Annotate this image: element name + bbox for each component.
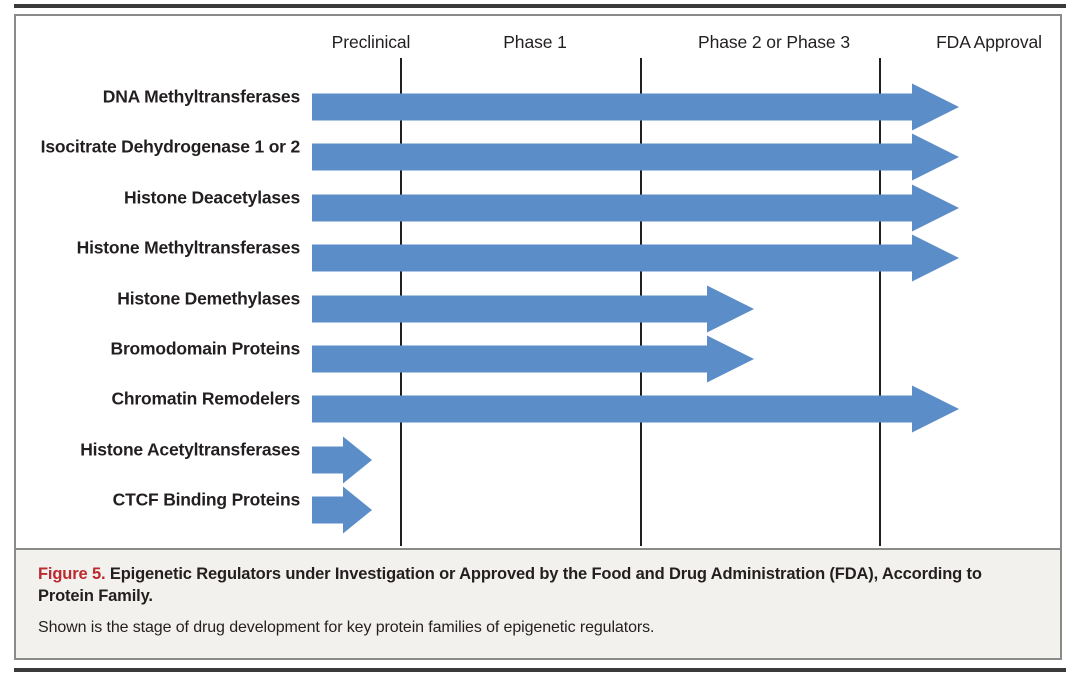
phase-header-phase-1: Phase 1 xyxy=(503,32,567,52)
row-label-histone-acetyltransferases: Histone Acetyltransferases xyxy=(80,439,300,460)
figure-caption-title: Figure 5. Epigenetic Regulators under In… xyxy=(38,564,1038,608)
bar-bromodomain-proteins xyxy=(312,335,754,383)
row-label-dna-methyltransferases: DNA Methyltransferases xyxy=(102,86,300,107)
table-row: Isocitrate Dehydrogenase 1 or 2 xyxy=(16,124,1060,181)
figure-container: Preclinical Phase 1 Phase 2 or Phase 3 F… xyxy=(14,14,1062,660)
table-row: CTCF Binding Proteins xyxy=(16,477,1060,534)
row-label-histone-deacetylases: Histone Deacetylases xyxy=(124,187,300,208)
bar-histone-methyltransferases xyxy=(312,234,959,282)
phase-header-row: Preclinical Phase 1 Phase 2 or Phase 3 F… xyxy=(16,16,1060,62)
table-row: Bromodomain Proteins xyxy=(16,326,1060,383)
bar-isocitrate-dehydrogenase xyxy=(312,133,959,181)
figure-caption-panel: Figure 5. Epigenetic Regulators under In… xyxy=(16,548,1060,658)
figure-title-text: Epigenetic Regulators under Investigatio… xyxy=(38,565,982,605)
table-row: DNA Methyltransferases xyxy=(16,74,1060,131)
table-row: Histone Demethylases xyxy=(16,276,1060,333)
phase-header-preclinical: Preclinical xyxy=(331,32,411,52)
chart-rows: DNA Methyltransferases Isocitrate Dehydr… xyxy=(16,62,1060,548)
bar-histone-demethylases xyxy=(312,285,754,333)
row-label-histone-demethylases: Histone Demethylases xyxy=(117,288,300,309)
row-label-ctcf-binding-proteins: CTCF Binding Proteins xyxy=(112,489,301,510)
bar-dna-methyltransferases xyxy=(312,83,959,131)
chart-plot-area: Preclinical Phase 1 Phase 2 or Phase 3 F… xyxy=(16,16,1060,548)
row-label-histone-methyltransferases: Histone Methyltransferases xyxy=(76,237,301,258)
bar-chromatin-remodelers xyxy=(312,385,959,433)
bar-histone-acetyltransferases xyxy=(312,436,372,484)
bar-histone-deacetylases xyxy=(312,184,959,232)
phase-divider-3 xyxy=(879,58,881,546)
figure-caption-body: Shown is the stage of drug development f… xyxy=(38,618,655,636)
table-row: Histone Deacetylases xyxy=(16,175,1060,232)
row-label-chromatin-remodelers: Chromatin Remodelers xyxy=(111,388,300,409)
bottom-rule xyxy=(14,668,1066,672)
phase-header-fda-approval: FDA Approval xyxy=(936,32,1042,52)
table-row: Chromatin Remodelers xyxy=(16,376,1060,433)
top-rule xyxy=(14,4,1066,8)
bar-ctcf-binding-proteins xyxy=(312,486,372,534)
row-label-bromodomain-proteins: Bromodomain Proteins xyxy=(110,338,301,359)
figure-number: Figure 5. xyxy=(38,565,106,583)
row-label-isocitrate-dehydrogenase: Isocitrate Dehydrogenase 1 or 2 xyxy=(40,136,301,157)
table-row: Histone Acetyltransferases xyxy=(16,427,1060,484)
table-row: Histone Methyltransferases xyxy=(16,225,1060,282)
phase-header-phase-2-or-3: Phase 2 or Phase 3 xyxy=(698,32,850,52)
